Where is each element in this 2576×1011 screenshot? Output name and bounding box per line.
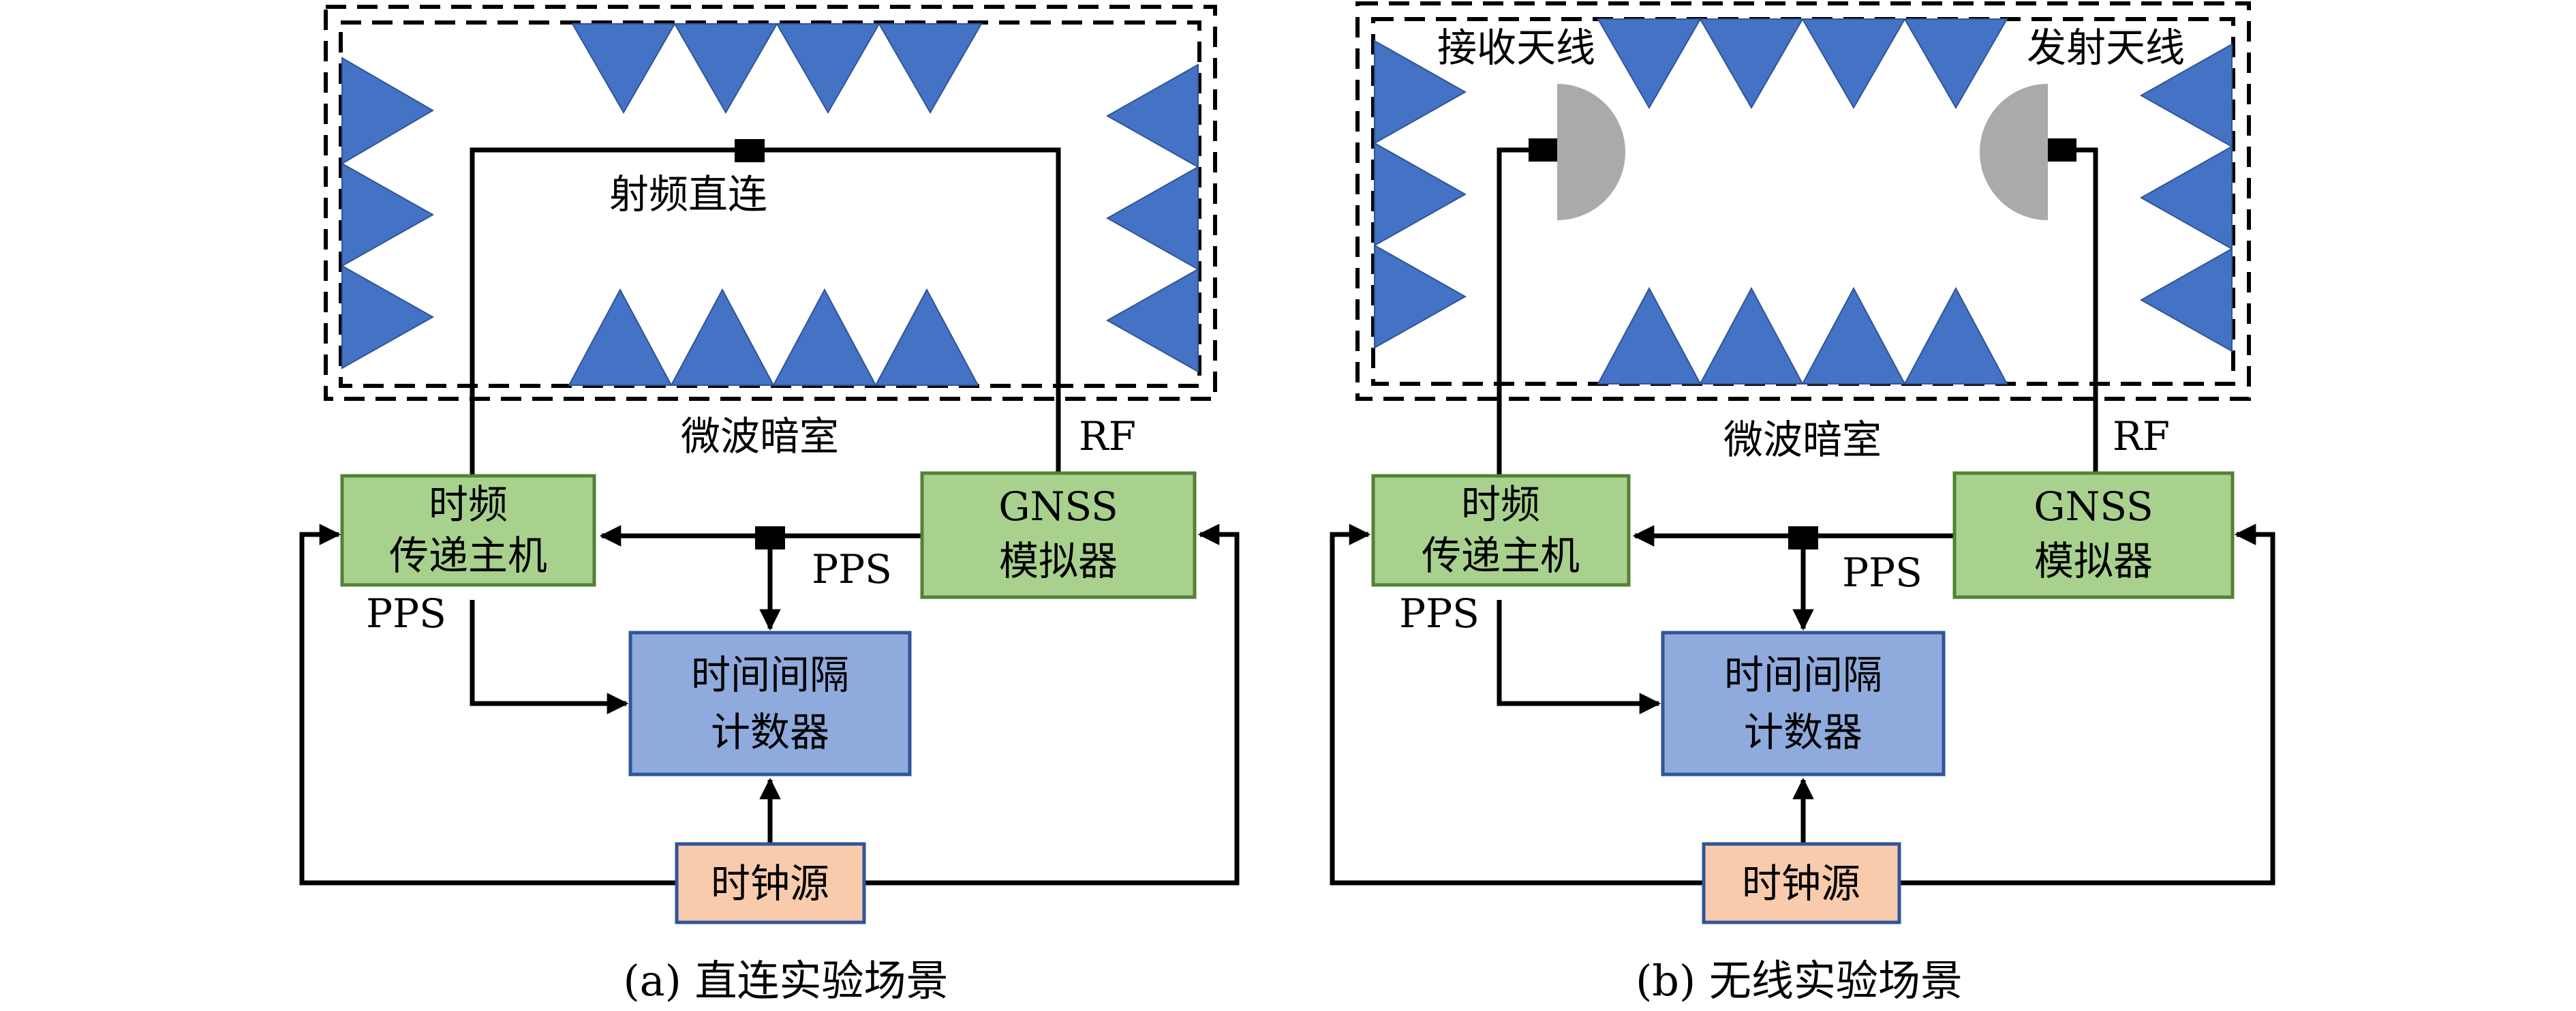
rx-connector bbox=[1529, 138, 1557, 162]
gnss-label-1: GNSS bbox=[2034, 483, 2153, 530]
counter-label-1: 时间间隔 bbox=[691, 652, 849, 698]
host-label-1: 时频 bbox=[1461, 481, 1540, 528]
counter-box-b: 时间间隔 计数器 bbox=[1661, 631, 1946, 776]
gnss-box-a: GNSS 模拟器 bbox=[920, 471, 1197, 599]
pps-label-right-a: PPS bbox=[812, 546, 892, 592]
clock-box-b: 时钟源 bbox=[1702, 842, 1901, 924]
pps-label-left-a: PPS bbox=[366, 590, 446, 637]
pps-splitter-b bbox=[1788, 526, 1818, 549]
host-label-2: 传递主机 bbox=[389, 532, 547, 579]
gnss-label-1: GNSS bbox=[998, 483, 1118, 530]
rf-label-b: RF bbox=[2113, 413, 2170, 459]
caption-a: (a) 直连实验场景 bbox=[623, 956, 948, 1006]
rf-direct-label: 射频直连 bbox=[609, 171, 767, 217]
absorbers-a bbox=[341, 23, 1199, 386]
absorbers-b bbox=[1374, 18, 2233, 384]
host-box-b: 时频 传递主机 bbox=[1371, 474, 1631, 587]
host-label-1: 时频 bbox=[429, 481, 508, 528]
clock-label: 时钟源 bbox=[711, 860, 829, 907]
panel-b: 时频 传递主机 GNSS 模拟器 时间间隔 计数器 时钟源 接收天线 发射天线 … bbox=[1330, 1, 2275, 1006]
rx-antenna-label: 接收天线 bbox=[1437, 25, 1595, 71]
receive-antenna-icon bbox=[1557, 84, 1625, 220]
counter-label-2: 计数器 bbox=[711, 709, 829, 755]
gnss-label-2: 模拟器 bbox=[2034, 538, 2153, 584]
counter-label-2: 计数器 bbox=[1744, 709, 1862, 755]
caption-b: (b) 无线实验场景 bbox=[1636, 956, 1963, 1006]
antennas-b bbox=[1557, 84, 2048, 220]
rf-direct-cable-a bbox=[470, 139, 1061, 477]
rf-label-a: RF bbox=[1079, 413, 1136, 459]
pps-label-left-b: PPS bbox=[1399, 590, 1479, 637]
counter-label-1: 时间间隔 bbox=[1724, 652, 1882, 698]
tx-connector bbox=[2048, 138, 2076, 162]
connector-a bbox=[735, 139, 765, 162]
anechoic-chamber-b bbox=[1355, 1, 2251, 401]
tx-antenna-label: 发射天线 bbox=[2027, 25, 2185, 71]
panel-a: 时频 传递主机 GNSS 模拟器 时间间隔 计数器 时钟源 射频直连 微波暗室 … bbox=[299, 5, 1240, 1006]
transmit-antenna-icon bbox=[1980, 84, 2048, 220]
chamber-label-b: 微波暗室 bbox=[1723, 417, 1882, 463]
clock-box-a: 时钟源 bbox=[675, 842, 866, 924]
pps-label-right-b: PPS bbox=[1842, 549, 1922, 596]
host-label-2: 传递主机 bbox=[1422, 532, 1580, 579]
counter-box-a: 时间间隔 计数器 bbox=[628, 631, 912, 776]
chamber-label-a: 微波暗室 bbox=[681, 413, 839, 459]
anechoic-chamber-a bbox=[324, 5, 1217, 401]
gnss-label-2: 模拟器 bbox=[999, 538, 1118, 584]
clock-label: 时钟源 bbox=[1742, 860, 1860, 907]
pps-splitter-a bbox=[755, 526, 785, 549]
host-box-a: 时频 传递主机 bbox=[340, 474, 596, 587]
gnss-box-b: GNSS 模拟器 bbox=[1952, 471, 2235, 599]
